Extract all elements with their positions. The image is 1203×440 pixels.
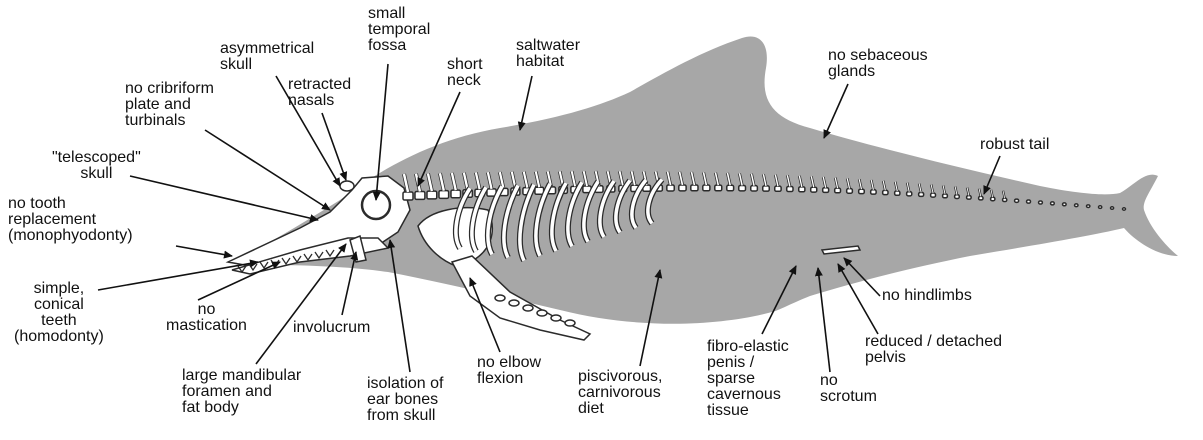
vertebra: [403, 192, 413, 200]
vertebra: [1075, 204, 1078, 207]
vertebra: [823, 188, 829, 193]
phalanx: [523, 305, 533, 311]
vertebra: [859, 189, 865, 193]
vertebra: [763, 186, 770, 191]
label-isolation-ear-bones: isolation of ear bones from skull: [367, 376, 444, 424]
vertebra: [787, 187, 793, 192]
vertebra: [691, 185, 698, 191]
arrow-no-sebaceous-glands: [824, 84, 848, 138]
vertebra: [703, 185, 710, 191]
vertebra: [1051, 202, 1055, 205]
arrow-saltwater-habitat: [520, 76, 532, 130]
vertebra: [799, 187, 805, 192]
phalanx: [495, 295, 505, 301]
vertebra: [847, 189, 853, 194]
vertebra: [1111, 207, 1114, 209]
label-retracted-nasals: retracted nasals: [288, 77, 351, 109]
label-no-scrotum: no scrotum: [820, 373, 877, 405]
vertebra: [1087, 205, 1090, 208]
label-saltwater-habitat: saltwater habitat: [516, 38, 580, 70]
phalanx: [551, 315, 561, 321]
vertebra: [883, 190, 888, 194]
phalanx: [565, 320, 575, 326]
label-small-temporal-fossa: small temporal fossa: [368, 6, 430, 54]
label-no-cribriform-plate: no cribriform plate and turbinals: [125, 81, 214, 129]
vertebra: [679, 185, 686, 191]
label-simple-conical-teeth: simple, conical teeth (homodonty): [14, 281, 104, 345]
vertebra: [967, 196, 972, 200]
vertebra: [919, 192, 924, 196]
vertebra: [835, 188, 841, 193]
arrow-no-tooth-replacement: [176, 246, 232, 256]
vertebra: [1123, 208, 1126, 210]
phalanx: [537, 310, 547, 316]
nasal-bone: [340, 181, 354, 191]
vertebra: [1039, 201, 1043, 204]
label-no-mastication: no mastication: [166, 302, 247, 334]
vertebra: [415, 192, 425, 200]
vertebra: [739, 185, 746, 190]
vertebra: [871, 190, 876, 194]
label-robust-tail: robust tail: [980, 137, 1049, 153]
vertebra: [811, 187, 817, 192]
vertebra: [667, 185, 674, 191]
label-large-mandibular-foramen: large mandibular foramen and fat body: [182, 368, 301, 416]
label-reduced-detached-pelvis: reduced / detached pelvis: [865, 334, 1002, 366]
vertebra: [907, 192, 912, 196]
arrow-retracted-nasals: [322, 113, 346, 180]
vertebra: [1027, 200, 1031, 203]
vertebra: [427, 191, 437, 199]
vertebra: [931, 193, 936, 197]
arrow-simple-teeth: [98, 262, 258, 290]
vertebra: [1015, 199, 1019, 202]
vertebra: [451, 190, 461, 198]
arrow-telescoped-skull: [130, 176, 318, 220]
vertebra: [727, 185, 734, 190]
label-no-sebaceous-glands: no sebaceous glands: [828, 48, 928, 80]
vertebra: [943, 194, 948, 198]
label-no-hindlimbs: no hindlimbs: [882, 288, 972, 304]
label-no-elbow-flexion: no elbow flexion: [477, 355, 541, 387]
vertebra: [751, 186, 758, 191]
label-involucrum: involucrum: [293, 320, 370, 336]
vertebra: [1099, 206, 1102, 209]
label-piscivorous-diet: piscivorous, carnivorous diet: [578, 369, 662, 417]
vertebra: [979, 196, 983, 200]
vertebra: [955, 195, 960, 199]
phalanx: [509, 300, 519, 306]
label-telescoped-skull: "telescoped" skull: [52, 150, 141, 182]
vertebra: [775, 186, 781, 191]
vertebra: [991, 197, 995, 200]
label-short-neck: short neck: [447, 57, 483, 89]
label-no-tooth-replacement: no tooth replacement (monophyodonty): [8, 196, 133, 244]
vertebra: [895, 191, 900, 195]
vertebra: [1063, 203, 1067, 206]
label-fibro-elastic-penis: fibro-elastic penis / sparse cavernous t…: [707, 339, 789, 419]
vertebra: [439, 191, 449, 199]
vertebra: [1003, 198, 1007, 201]
label-asymmetrical-skull: asymmetrical skull: [220, 41, 314, 73]
vertebra: [715, 185, 722, 191]
